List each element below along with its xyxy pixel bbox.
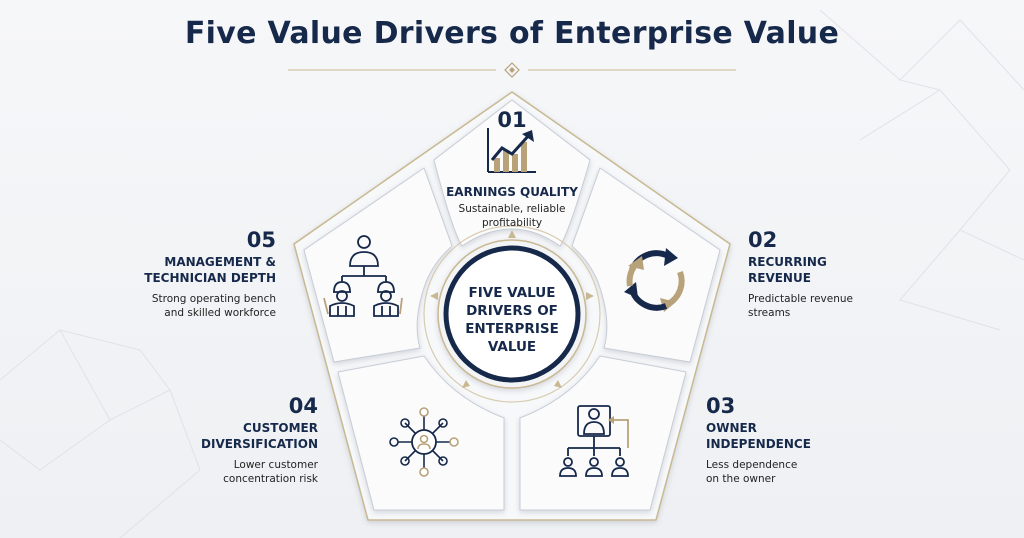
driver-description-line: streams — [748, 307, 791, 319]
driver-description-line: Predictable revenue — [748, 293, 853, 305]
driver-number: 01 — [497, 108, 527, 132]
driver-heading: RECURRING REVENUE — [748, 254, 908, 286]
driver-heading-line: TECHNICIAN DEPTH — [144, 271, 276, 285]
center-line: VALUE — [487, 339, 537, 355]
driver-number: 03 — [706, 394, 736, 418]
org-chart-icon — [559, 405, 629, 477]
team-technicians-icon — [323, 235, 403, 317]
driver-description-line: Less dependence — [706, 459, 798, 471]
page-title: Five Value Drivers of Enterprise Value — [184, 16, 840, 51]
center-circle — [443, 245, 581, 383]
driver-02: 02 RECURRING REVENUE Predictable revenue… — [748, 228, 908, 320]
driver-number: 04 — [288, 394, 318, 418]
driver-heading-line: INDEPENDENCE — [706, 437, 811, 451]
driver-description-line: Sustainable, reliable — [458, 203, 566, 215]
driver-description: Predictable revenue streams — [748, 292, 908, 320]
driver-03: 03 OWNER INDEPENDENCE Less dependence on… — [706, 394, 866, 486]
recurring-arrows-icon — [624, 248, 685, 312]
driver-description-line: Lower customer — [233, 459, 318, 471]
driver-description: Strong operating bench and skilled workf… — [96, 292, 276, 320]
driver-01: 01 EARNINGS QUALITY Sustainable, reliabl… — [432, 108, 592, 230]
connector-ring — [423, 225, 601, 403]
customer-network-icon — [389, 407, 459, 477]
driver-description-line: Strong operating bench — [151, 293, 276, 305]
driver-description: Sustainable, reliable profitability — [432, 202, 592, 230]
driver-heading-line: CUSTOMER — [243, 421, 318, 435]
driver-description-line: on the owner — [706, 473, 776, 485]
center-line: FIVE VALUE — [468, 285, 556, 301]
driver-description-line: profitability — [481, 217, 543, 229]
driver-heading: EARNINGS QUALITY — [446, 185, 578, 199]
driver-04: 04 CUSTOMER DIVERSIFICATION Lower custom… — [150, 394, 318, 486]
driver-description-line: concentration risk — [223, 473, 318, 485]
driver-description: Lower customer concentration risk — [150, 458, 318, 486]
center-label: FIVE VALUE DRIVERS OF ENTERPRISE VALUE — [452, 284, 572, 356]
driver-heading: CUSTOMER DIVERSIFICATION — [150, 420, 318, 452]
driver-heading: OWNER INDEPENDENCE — [706, 420, 866, 452]
growth-chart-icon — [487, 128, 536, 173]
driver-description-line: and skilled workforce — [164, 307, 276, 319]
driver-heading-line: DIVERSIFICATION — [201, 437, 318, 451]
driver-heading-line: MANAGEMENT & — [164, 255, 276, 269]
driver-number: 05 — [246, 228, 276, 252]
driver-heading-line: REVENUE — [748, 271, 811, 285]
title-divider — [288, 62, 736, 78]
driver-heading-line: RECURRING — [748, 255, 827, 269]
driver-heading-line: OWNER — [706, 421, 757, 435]
segment-recurring-revenue — [571, 167, 721, 363]
driver-number: 02 — [748, 228, 778, 252]
driver-05: 05 MANAGEMENT & TECHNICIAN DEPTH Strong … — [96, 228, 276, 320]
center-line: ENTERPRISE — [465, 321, 559, 337]
driver-description: Less dependence on the owner — [706, 458, 866, 486]
driver-heading: MANAGEMENT & TECHNICIAN DEPTH — [96, 254, 276, 286]
center-line: DRIVERS OF — [466, 303, 558, 319]
